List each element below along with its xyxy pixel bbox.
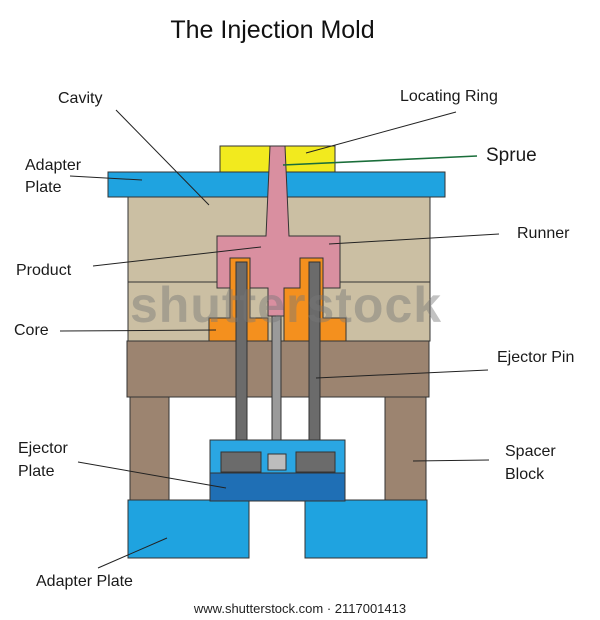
watermark: shutterstock bbox=[130, 277, 443, 333]
leader-ejector-pin bbox=[315, 369, 489, 379]
label-ejector-pin: Ejector Pin bbox=[497, 349, 575, 366]
label-product: Product bbox=[16, 262, 72, 279]
center-pin-head bbox=[267, 453, 287, 471]
leader-adapter-plate-top bbox=[69, 175, 143, 181]
ejector-pin-head-right bbox=[295, 451, 336, 473]
label-adapter-plate-bottom: Adapter Plate bbox=[36, 573, 133, 590]
spacer-block-left bbox=[129, 395, 170, 501]
leader-spacer-block bbox=[412, 459, 490, 462]
label-spacer-block: Spacer Block bbox=[505, 443, 556, 483]
label-locating-ring: Locating Ring bbox=[400, 88, 498, 105]
label-adapter-plate-top: Adapter Plate bbox=[25, 157, 82, 196]
bottom-adapter-plate-left bbox=[127, 499, 250, 559]
label-runner: Runner bbox=[517, 225, 570, 242]
leader-ejector-plate bbox=[77, 461, 227, 489]
ejector-pin-head-left bbox=[220, 451, 262, 473]
bottom-adapter-plate-right bbox=[304, 499, 428, 559]
leader-product bbox=[92, 246, 262, 267]
leader-runner bbox=[328, 233, 500, 245]
label-ejector-plate: Ejector Plate bbox=[18, 440, 68, 480]
ejector-plate bbox=[209, 472, 346, 502]
leader-core bbox=[59, 329, 217, 332]
label-core: Core bbox=[14, 322, 49, 339]
leader-cavity bbox=[115, 109, 210, 206]
sprue-runner-product bbox=[216, 145, 341, 317]
leader-sprue bbox=[282, 155, 478, 166]
leader-locating-ring bbox=[305, 111, 457, 154]
label-cavity: Cavity bbox=[58, 90, 103, 107]
spacer-block-right bbox=[384, 395, 427, 501]
footer-credit: www.shutterstock.com · 2117001413 bbox=[193, 601, 407, 616]
diagram-title: The Injection Mold bbox=[170, 16, 375, 44]
leader-adapter-plate-bottom bbox=[97, 537, 168, 569]
label-sprue: Sprue bbox=[486, 145, 537, 166]
center-pin bbox=[271, 315, 282, 457]
